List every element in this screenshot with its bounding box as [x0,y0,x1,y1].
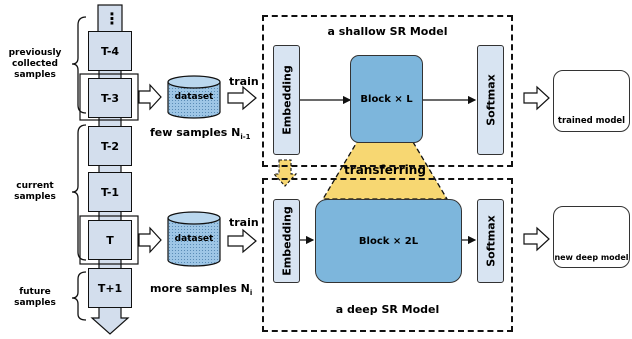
deep-model-frame [262,178,513,332]
few-samples-caption: few samples Ni-1 [150,126,251,142]
time-box-t-plus-1: T+1 [88,268,132,308]
brace-previous [71,16,87,114]
timeline-strip [99,36,121,306]
train-arrow-bottom [227,228,257,254]
timeline-down-arrow [90,304,130,335]
time-box-t-4: T-4 [88,31,132,71]
label-future-samples: future samples [14,287,56,308]
more-samples-caption: more samples Ni [150,282,253,298]
train-label-top: train [229,75,259,88]
brace-current [71,124,87,261]
deep-embedding: Embedding [273,199,300,283]
new-deep-model-card: new deep model [553,206,630,268]
time-box-t-2: T-2 [88,126,132,166]
shallow-model-title: a shallow SR Model [327,25,448,38]
deep-block: Block × 2L [315,199,462,283]
timeline-dots: ⋮ [104,9,120,28]
time-box-t-3: T-3 [88,78,132,118]
trained-model-label: trained model [557,116,626,126]
train-label-bottom: train [229,216,259,229]
deep-softmax: Softmax [477,199,504,283]
dataset-cylinder-bottom [167,211,221,267]
output-arrow-top [523,85,550,111]
shallow-block: Block × L [350,55,423,143]
shallow-softmax: Softmax [477,45,504,155]
dataset-label-bottom: dataset [174,234,214,244]
brace-future [71,271,87,321]
hollow-arrow-t [138,226,162,254]
selection-bracket-t3 [79,73,139,121]
shallow-embedding: Embedding [273,45,300,155]
hollow-arrow-t3 [138,83,162,111]
new-deep-model-label: new deep model [554,253,629,262]
label-current-samples: current samples [14,181,56,202]
time-box-t-1: T-1 [88,172,132,212]
selection-bracket-t [79,215,139,265]
label-previously-collected: previously collected samples [8,48,62,80]
transfer-label: transferring [344,163,426,177]
train-arrow-top [227,85,257,111]
output-arrow-bottom [523,226,550,252]
deep-model-title: a deep SR Model [335,303,440,316]
trained-model-card: trained model [553,70,630,132]
dataset-label-top: dataset [174,92,214,102]
dataset-cylinder-top [167,75,221,119]
time-box-t: T [88,220,132,260]
shallow-model-frame [262,15,513,167]
